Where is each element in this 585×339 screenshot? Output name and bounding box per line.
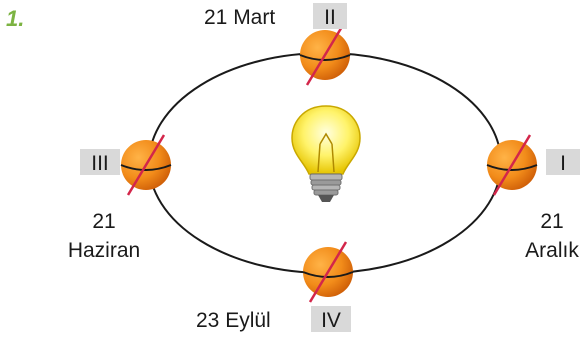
roman-box-top [313, 3, 347, 29]
date-label-left-month: Haziran [68, 239, 140, 262]
earth-globe-icon [120, 134, 172, 196]
date-label-right-month: Aralık [525, 239, 579, 262]
roman-box-left [80, 149, 120, 175]
roman-label-top: II [324, 6, 336, 29]
date-label-left-day: 21 [92, 210, 115, 233]
earth-globe-icon [302, 241, 354, 303]
date-label-right-day: 21 [540, 210, 563, 233]
date-label-top: 21 Mart [204, 6, 275, 29]
roman-label-left: III [91, 152, 109, 175]
roman-box-right [546, 149, 580, 175]
roman-label-bottom: IV [321, 309, 341, 332]
date-label-bottom: 23 Eylül [196, 309, 271, 332]
question-number: 1. [6, 6, 24, 31]
earth-globe-icon [486, 134, 538, 196]
light-bulb-icon [291, 105, 361, 202]
earth-globe-icon [299, 24, 351, 86]
roman-label-right: I [560, 152, 566, 175]
roman-box-bottom [311, 306, 351, 332]
